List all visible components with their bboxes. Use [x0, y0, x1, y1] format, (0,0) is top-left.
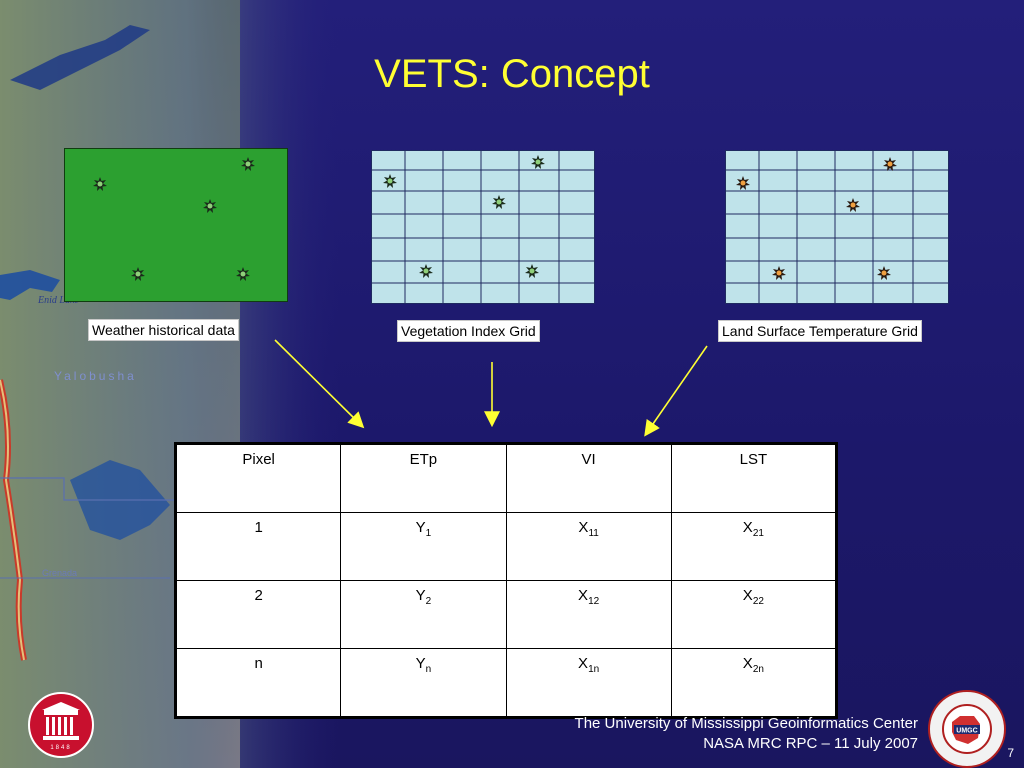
pixel-marker-icon — [736, 176, 750, 190]
cell-lst: X21 — [670, 512, 838, 581]
table-row: n Yn X1n X2n — [174, 648, 838, 718]
table-row: 2 Y2 X12 X22 — [174, 580, 838, 649]
arrow-weather-to-table — [274, 339, 365, 429]
cell-lst: X22 — [670, 580, 838, 649]
weather-panel — [64, 148, 288, 302]
cell-lst: X2n — [670, 648, 838, 718]
cell-vi: X12 — [505, 580, 672, 649]
svg-text:1848: 1848 — [50, 745, 71, 751]
station-marker-icon — [236, 267, 250, 281]
lst-grid-panel — [725, 150, 949, 304]
header-etp: ETp — [340, 443, 507, 513]
cell-pixel: n — [174, 648, 342, 718]
pixel-marker-icon — [772, 266, 786, 280]
map-label-enid-lake: Enid Lake — [37, 295, 79, 306]
ole-miss-lyceum-logo-icon: 1848 — [28, 692, 94, 758]
footer-line-1: The University of Mississippi Geoinforma… — [574, 715, 918, 732]
cell-etp: Yn — [340, 648, 507, 718]
cell-vi: X11 — [505, 512, 672, 581]
pixel-marker-icon — [531, 155, 545, 169]
umgc-seal-logo-icon: UMGC — [928, 690, 1006, 768]
header-pixel: Pixel — [174, 443, 342, 513]
footer-line-2: NASA MRC RPC – 11 July 2007 — [703, 735, 918, 752]
pixel-marker-icon — [846, 198, 860, 212]
pixel-marker-icon — [883, 157, 897, 171]
pixel-marker-icon — [492, 195, 506, 209]
station-marker-icon — [203, 199, 217, 213]
pixel-marker-icon — [419, 264, 433, 278]
station-marker-icon — [241, 157, 255, 171]
footer: The University of Mississippi Geoinforma… — [575, 714, 918, 754]
pixel-marker-icon — [383, 174, 397, 188]
cell-etp: Y2 — [340, 580, 507, 649]
pixel-data-table: Pixel ETp VI LST 1 Y1 X11 X21 2 Y2 X12 X… — [174, 442, 838, 719]
arrow-lst-to-table — [644, 345, 708, 437]
station-marker-icon — [131, 267, 145, 281]
table-header-row: Pixel ETp VI LST — [174, 443, 838, 513]
header-lst: LST — [670, 443, 838, 513]
cell-pixel: 1 — [174, 512, 342, 581]
svg-text:UMGC: UMGC — [956, 728, 977, 735]
slide-title: VETS: Concept — [374, 52, 650, 96]
pixel-marker-icon — [877, 266, 891, 280]
vegetation-grid-lines — [372, 151, 594, 303]
weather-caption: Weather historical data — [88, 319, 239, 341]
page-number: 7 — [1007, 746, 1014, 760]
lst-grid-lines — [726, 151, 948, 303]
map-label-yalobusha: Yalobusha — [54, 369, 137, 383]
lst-caption: Land Surface Temperature Grid — [718, 320, 922, 342]
table-row: 1 Y1 X11 X21 — [174, 512, 838, 581]
vegetation-caption: Vegetation Index Grid — [397, 320, 540, 342]
pixel-marker-icon — [525, 264, 539, 278]
station-marker-icon — [93, 177, 107, 191]
vegetation-grid-panel — [371, 150, 595, 304]
cell-vi: X1n — [505, 648, 672, 718]
map-label-grenada: Grenada — [42, 568, 77, 578]
cell-pixel: 2 — [174, 580, 342, 649]
cell-etp: Y1 — [340, 512, 507, 581]
header-vi: VI — [505, 443, 672, 513]
